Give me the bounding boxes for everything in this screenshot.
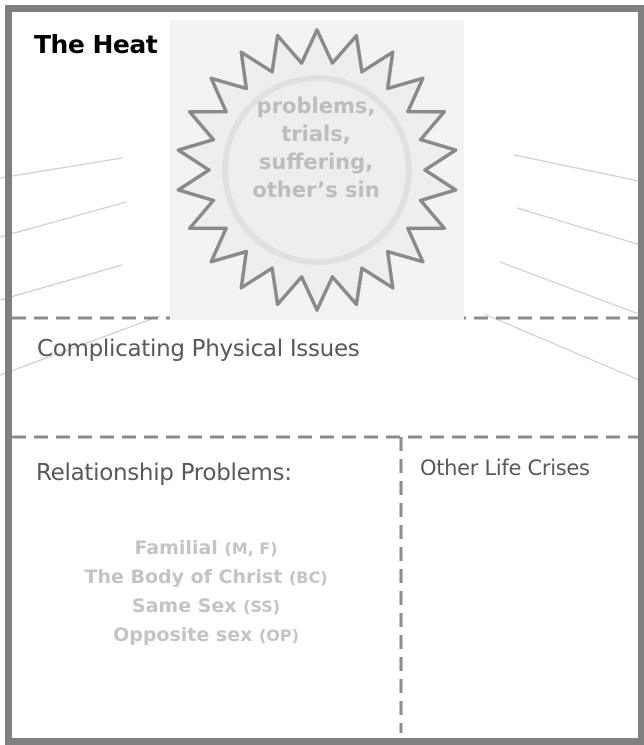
sun-line: trials,	[281, 122, 351, 146]
list-item: The Body of Christ (BC)	[40, 563, 372, 592]
sun-line: suffering,	[258, 150, 374, 174]
item-abbr: (SS)	[243, 597, 281, 616]
item-label: The Body of Christ	[84, 566, 283, 588]
item-abbr: (OP)	[258, 626, 299, 645]
item-abbr: (BC)	[288, 568, 328, 587]
list-item: Same Sex (SS)	[40, 592, 372, 621]
diagram-frame	[5, 5, 644, 745]
item-label: Opposite sex	[113, 624, 253, 646]
sun-text: problems, trials, suffering, other’s sin	[236, 92, 396, 204]
sun-line: other’s sin	[252, 178, 380, 202]
sun-icon	[170, 20, 464, 320]
item-label: Same Sex	[131, 595, 237, 617]
item-abbr: (M, F)	[224, 539, 278, 558]
physical-issues-label: Complicating Physical Issues	[37, 336, 360, 362]
item-label: Familial	[134, 537, 218, 559]
list-item: Opposite sex (OP)	[40, 621, 372, 650]
sun-line: problems,	[256, 94, 376, 118]
list-item: Familial (M, F)	[40, 534, 372, 563]
other-life-crises-label: Other Life Crises	[420, 456, 590, 480]
relationship-list: Familial (M, F) The Body of Christ (BC) …	[40, 534, 372, 650]
heat-rays	[0, 154, 644, 383]
relationship-problems-label: Relationship Problems:	[36, 460, 292, 486]
diagram-title: The Heat	[34, 30, 158, 59]
